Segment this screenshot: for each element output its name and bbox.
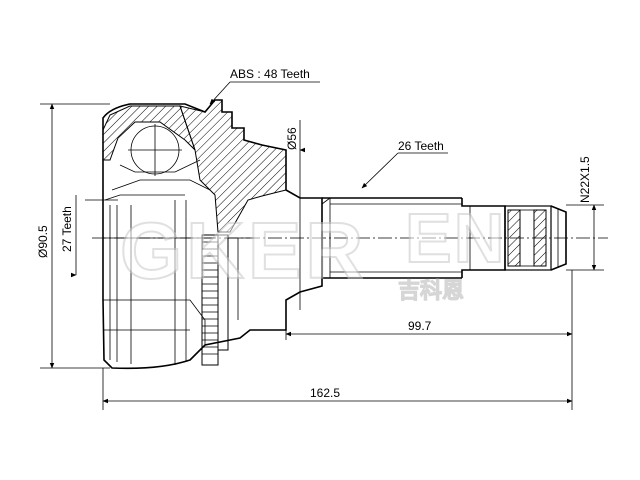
inner-spline-callout: 27 Teeth <box>60 195 118 275</box>
spline-outer-teeth-label: 26 Teeth <box>398 139 444 153</box>
watermark-chinese: 吉科恩 <box>398 278 464 303</box>
shaft-length-dimension: 99.7 <box>285 270 573 410</box>
spline-teeth-callout: 26 Teeth <box>361 139 448 189</box>
abs-callout: ABS : 48 Teeth <box>209 67 320 105</box>
thread-label: N22X1.5 <box>578 156 592 203</box>
outer-diameter-dimension: Ø90.5 <box>36 103 110 369</box>
thread-dimension: N22X1.5 <box>566 156 604 271</box>
total-length-dimension: 162.5 <box>102 368 573 410</box>
watermark: GKER EN 吉科恩 <box>119 198 506 304</box>
shaft-length-label: 99.7 <box>408 319 432 333</box>
watermark-brand: GKER <box>120 206 367 295</box>
watermark-brand-tail: EN <box>405 199 506 277</box>
stem-diameter-dimension: Ø56 <box>285 120 300 310</box>
outer-housing <box>102 99 323 370</box>
abs-teeth-label: ABS : 48 Teeth <box>230 67 310 81</box>
outer-diameter-label: Ø90.5 <box>36 225 50 258</box>
inner-spline-teeth-label: 27 Teeth <box>60 206 74 252</box>
stem-diameter-label: Ø56 <box>285 127 299 150</box>
total-length-label: 162.5 <box>310 386 340 400</box>
